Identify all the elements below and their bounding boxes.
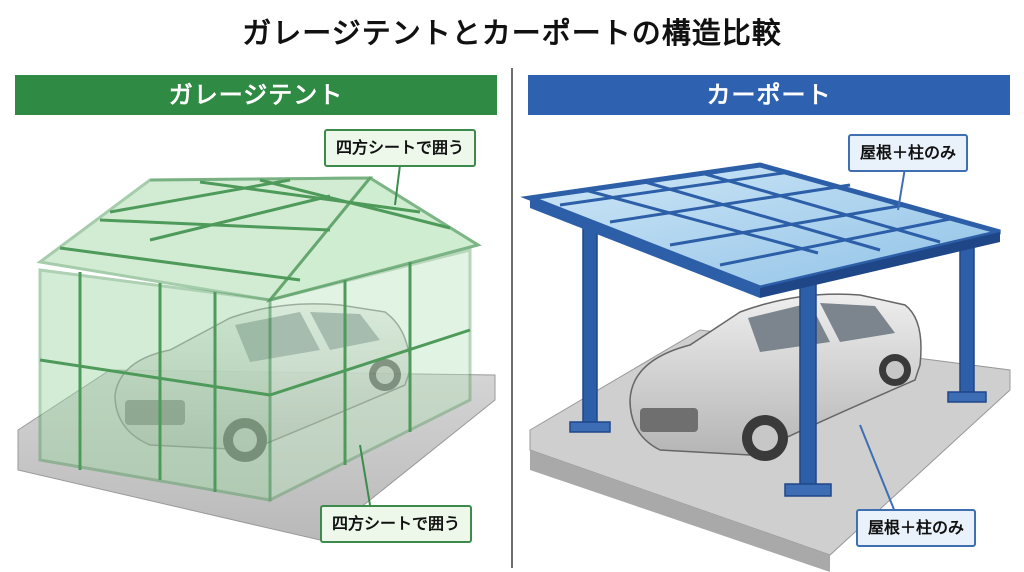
tent-callout-top: 四方シートで囲う bbox=[324, 129, 477, 167]
center-divider bbox=[511, 68, 513, 568]
tent-side-sheet bbox=[38, 268, 272, 502]
carport-post-front-right bbox=[799, 279, 817, 491]
tent-callout-bottom: 四方シートで囲う bbox=[320, 505, 473, 543]
tent-right-sheet bbox=[268, 248, 472, 503]
tent-car bbox=[114, 303, 411, 462]
carport-post-front-left bbox=[582, 217, 598, 429]
carport-post-back-right bbox=[959, 239, 975, 399]
page-title: ガレージテントとカーポートの構造比較 bbox=[242, 16, 782, 50]
garage-tent-illustration bbox=[17, 164, 496, 541]
carport-header: カーポート bbox=[528, 75, 1010, 115]
carport-illustration bbox=[520, 162, 1011, 572]
carport-callout-bottom: 屋根＋柱のみ bbox=[856, 509, 977, 547]
garage-tent-header: ガレージテント bbox=[15, 75, 497, 115]
carport-callout-top: 屋根＋柱のみ bbox=[848, 134, 969, 172]
